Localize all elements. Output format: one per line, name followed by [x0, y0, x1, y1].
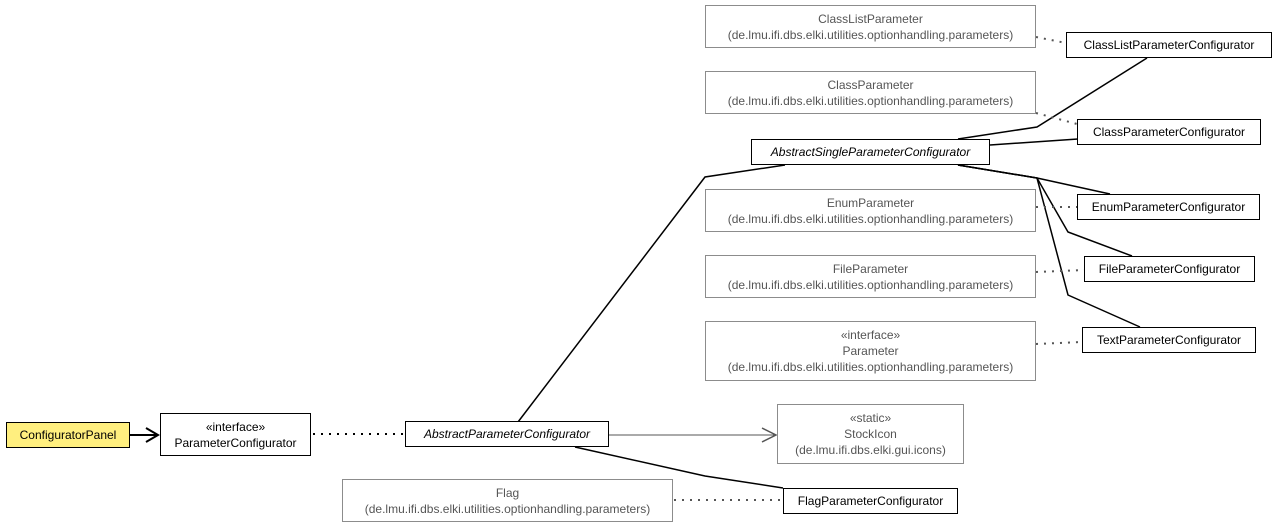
edge-classlist-dependency — [1035, 36, 1067, 44]
stock-icon-package: (de.lmu.ifi.dbs.elki.gui.icons) — [795, 443, 946, 457]
stock-icon-node[interactable]: «static» StockIcon (de.lmu.ifi.dbs.elki.… — [777, 404, 964, 464]
edge-class-configurator-extends-single — [989, 138, 1079, 146]
enum-parameter-configurator-name: EnumParameterConfigurator — [1091, 200, 1246, 214]
edge-file-dependency — [1035, 269, 1085, 273]
class-parameter-name: ClassParameter — [827, 77, 914, 92]
file-parameter-package: (de.lmu.ifi.dbs.elki.utilities.optionhan… — [727, 277, 1014, 292]
class-parameter-configurator-node[interactable]: ClassParameterConfigurator — [1077, 119, 1261, 145]
file-parameter-configurator-node[interactable]: FileParameterConfigurator — [1084, 256, 1255, 282]
arrowhead-stockicon — [761, 427, 778, 443]
flag-node[interactable]: Flag (de.lmu.ifi.dbs.elki.utilities.opti… — [342, 479, 673, 522]
enum-parameter-package: (de.lmu.ifi.dbs.elki.utilities.optionhan… — [727, 211, 1014, 226]
edge-classlist-configurator-extends-single — [957, 57, 1148, 140]
text-parameter-configurator-name: TextParameterConfigurator — [1096, 333, 1242, 347]
class-list-parameter-configurator-node[interactable]: ClassListParameterConfigurator — [1066, 32, 1272, 58]
edge-text-parameter-dependency — [1035, 341, 1083, 345]
flag-parameter-configurator-name: FlagParameterConfigurator — [797, 494, 944, 508]
stock-icon-stereotype: «static» — [849, 411, 892, 425]
class-list-parameter-node[interactable]: ClassListParameter (de.lmu.ifi.dbs.elki.… — [705, 5, 1036, 48]
enum-parameter-configurator-node[interactable]: EnumParameterConfigurator — [1077, 194, 1260, 220]
file-parameter-node[interactable]: FileParameter (de.lmu.ifi.dbs.elki.utili… — [705, 255, 1036, 298]
file-parameter-configurator-name: FileParameterConfigurator — [1098, 262, 1241, 276]
edge-text-configurator-extends-single — [957, 164, 1141, 328]
parameter-interface-package: (de.lmu.ifi.dbs.elki.utilities.optionhan… — [727, 360, 1014, 374]
parameter-configurator-node[interactable]: «interface» ParameterConfigurator — [160, 413, 311, 456]
flag-parameter-configurator-node[interactable]: FlagParameterConfigurator — [783, 488, 958, 514]
enum-parameter-name: EnumParameter — [826, 195, 915, 210]
stock-icon-name: StockIcon — [844, 427, 897, 441]
abstract-single-parameter-configurator-name: AbstractSingleParameterConfigurator — [770, 145, 971, 159]
parameter-interface-node[interactable]: «interface» Parameter (de.lmu.ifi.dbs.el… — [705, 321, 1036, 381]
class-parameter-node[interactable]: ClassParameter (de.lmu.ifi.dbs.elki.util… — [705, 71, 1036, 114]
flag-name: Flag — [495, 485, 520, 500]
edge-abstract-single-extends-abstract — [517, 164, 786, 423]
abstract-parameter-configurator-node[interactable]: AbstractParameterConfigurator — [405, 421, 609, 447]
class-parameter-configurator-name: ClassParameterConfigurator — [1092, 125, 1246, 139]
text-parameter-configurator-node[interactable]: TextParameterConfigurator — [1082, 327, 1256, 353]
parameter-configurator-stereotype: «interface» — [205, 419, 266, 434]
configurator-panel-name: ConfiguratorPanel — [19, 428, 117, 442]
enum-parameter-node[interactable]: EnumParameter (de.lmu.ifi.dbs.elki.utili… — [705, 189, 1036, 232]
file-parameter-name: FileParameter — [832, 261, 909, 276]
class-list-parameter-name: ClassListParameter — [818, 11, 923, 26]
class-list-parameter-configurator-name: ClassListParameterConfigurator — [1083, 38, 1255, 52]
parameter-interface-name: Parameter — [842, 344, 899, 358]
flag-package: (de.lmu.ifi.dbs.elki.utilities.optionhan… — [364, 501, 651, 516]
class-list-parameter-package: (de.lmu.ifi.dbs.elki.utilities.optionhan… — [727, 27, 1014, 42]
parameter-configurator-name: ParameterConfigurator — [174, 435, 297, 450]
class-parameter-package: (de.lmu.ifi.dbs.elki.utilities.optionhan… — [727, 93, 1014, 108]
abstract-parameter-configurator-name: AbstractParameterConfigurator — [423, 427, 591, 441]
configurator-panel-node[interactable]: ConfiguratorPanel — [6, 422, 130, 448]
edge-flag-configurator-extends-abstract — [574, 446, 784, 489]
arrowhead-panel-association — [145, 427, 160, 443]
abstract-single-parameter-configurator-node[interactable]: AbstractSingleParameterConfigurator — [751, 139, 990, 165]
parameter-interface-stereotype: «interface» — [840, 328, 901, 342]
